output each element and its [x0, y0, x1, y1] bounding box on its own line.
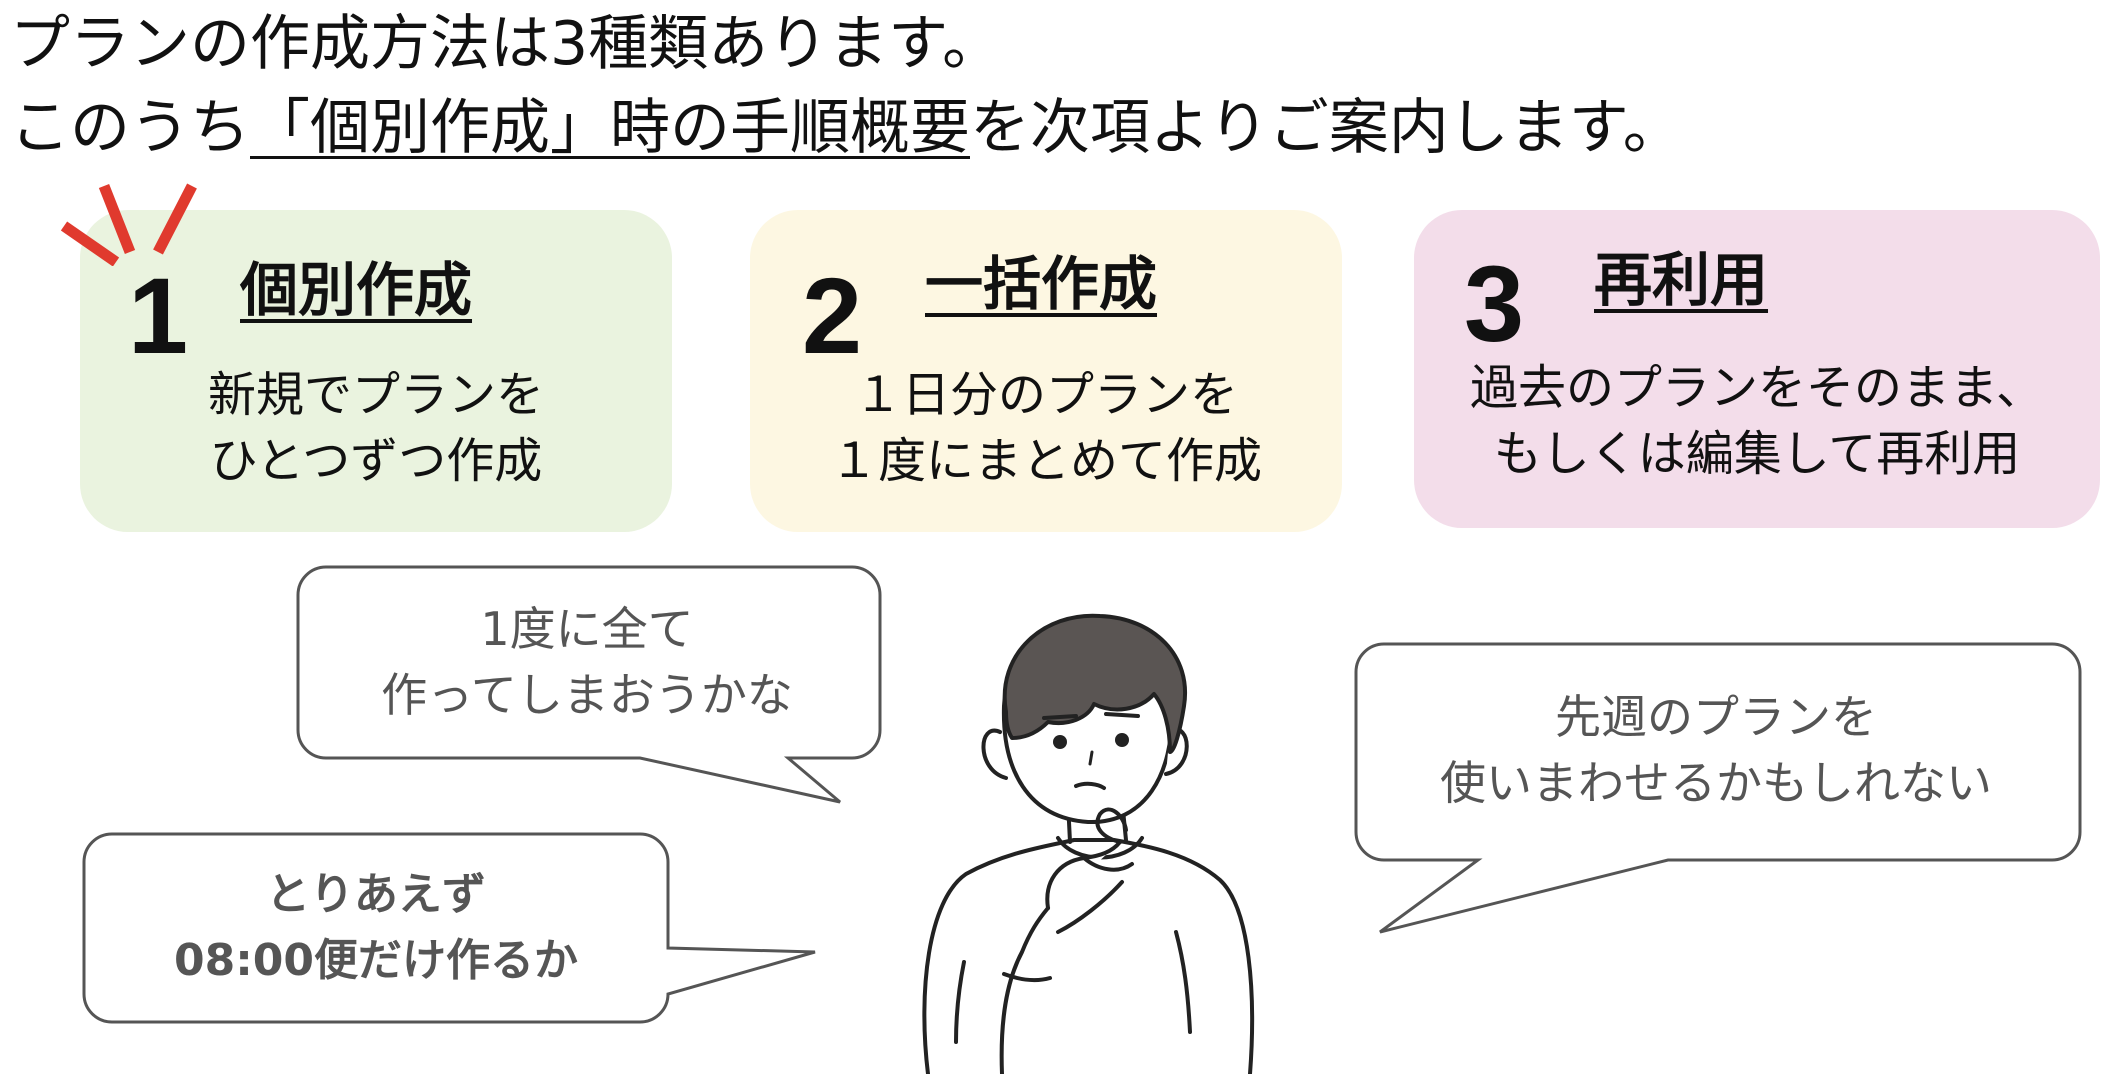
thinking-person-illustration: [922, 613, 1255, 1074]
method-card-bulk: 2 一括作成 １日分のプランを １度にまとめて作成: [750, 210, 1342, 532]
intro-line-2-suffix: を次項よりご案内します。: [970, 93, 1683, 163]
speech-bubble-text: とりあえず 08:00便だけ作るか: [173, 869, 579, 986]
method-description: 過去のプランをそのまま、 もしくは編集して再利用: [1469, 360, 2045, 482]
method-number: 3: [1464, 243, 1525, 364]
speech-bubble-b: [82, 832, 816, 1024]
intro-highlight: 「個別作成」時の手順概要: [250, 93, 970, 163]
method-description: １日分のプランを １度にまとめて作成: [829, 367, 1262, 489]
intro-line-1: プランの作成方法は3種類あります。: [10, 9, 1003, 79]
method-card-individual: 1 個別作成 新規でプランを ひとつずつ作成: [80, 210, 672, 532]
method-title: 一括作成: [925, 250, 1158, 318]
method-title: 個別作成: [240, 256, 473, 324]
emphasis-lines-icon: [60, 183, 197, 266]
intro-line-2-prefix: このうち: [10, 93, 250, 163]
method-card-reuse: 3 再利用 過去のプランをそのまま、 もしくは編集して再利用: [1414, 210, 2100, 528]
method-number: 2: [802, 255, 863, 376]
speech-bubble-text: 先週のプランを 使いまわせるかもしれない: [1440, 690, 1992, 810]
speech-bubble-text: 1度に全て 作ってしまおうかな: [381, 602, 793, 722]
speech-bubble-a: [296, 565, 882, 804]
method-number: 1: [128, 255, 189, 376]
method-title: 再利用: [1594, 246, 1769, 314]
method-description: 新規でプランを ひとつずつ作成: [207, 367, 544, 489]
intro-line-2: このうち「個別作成」時の手順概要を次項よりご案内します。: [10, 92, 1683, 164]
speech-bubble-c: [1354, 642, 2082, 934]
